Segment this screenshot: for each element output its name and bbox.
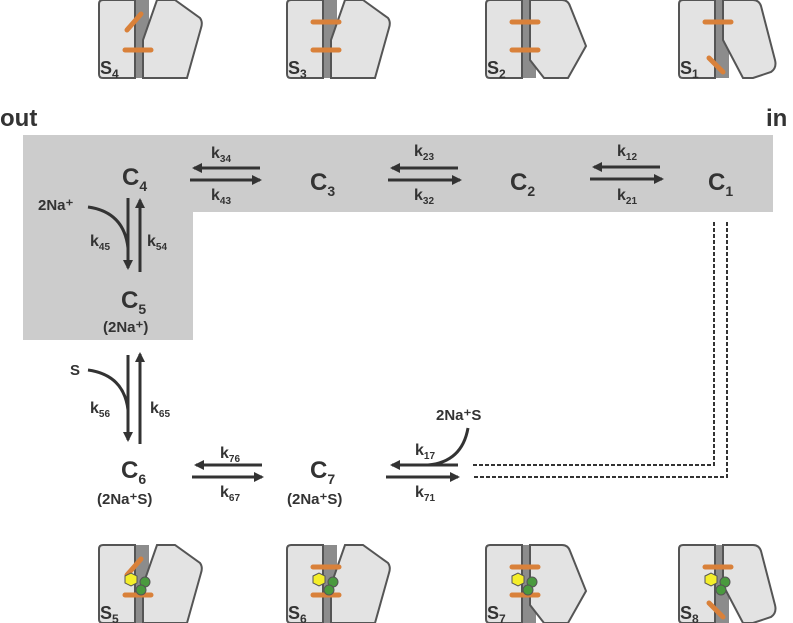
na-s-release-curve [427,427,470,467]
state-c6: C6 (2Na⁺S) [97,457,152,508]
svg-text:C6: C6 [121,457,146,487]
sodium-ion [715,584,727,596]
substrate-molecule [511,572,525,587]
c6-occupancy: (2Na⁺S) [97,491,152,508]
intracellular-gate [706,600,726,620]
cartoon-s6: S6 [286,544,391,623]
cartoon-s4: S4 [98,0,203,81]
rate-k43: k43 [211,187,231,207]
rate-k32: k32 [414,187,434,207]
state-c3: C3 [310,169,335,199]
transition-c4-c5 [87,198,145,272]
cartoon-label: S5 [100,603,119,623]
s-binding-label: S [70,362,80,379]
c7-occupancy: (2Na⁺S) [287,491,342,508]
transition-c7-c1 [386,460,460,482]
rate-k12: k12 [617,143,637,163]
right-domain [722,544,777,623]
transition-c5-c6 [87,352,145,444]
cartoon-s3: S3 [286,0,391,81]
state-c4: C4 [122,164,147,194]
cartoon-label: S2 [487,58,506,81]
cartoon-label: S8 [680,603,699,623]
svg-text:C4: C4 [122,164,147,194]
rate-k56: k56 [90,400,110,420]
cartoon-label: S4 [100,58,119,81]
right-domain [722,0,777,79]
intracellular-gate [706,55,726,75]
cartoon-label: S3 [288,58,307,81]
cartoon-label: S7 [487,603,506,623]
na-binding-label: 2Na⁺ [38,197,74,214]
right-domain [529,0,588,79]
transition-c6-c7 [192,460,264,482]
dashed-connection-c1-c7 [472,222,728,478]
cartoon-s2: S2 [485,0,588,81]
in-label: in [766,105,787,132]
sodium-ion [135,584,147,596]
state-c5: C5 (2Na⁺) [103,287,148,336]
sodium-ion [323,584,335,596]
out-label: out [0,105,37,132]
rate-k45: k45 [90,233,110,253]
svg-text:C1: C1 [708,169,733,199]
rate-k54: k54 [147,233,167,253]
state-c1: C1 [708,169,733,199]
rate-k71: k71 [415,484,435,504]
right-domain [330,0,391,79]
extracellular-gate [124,11,144,33]
cartoon-s7: S7 [485,544,588,623]
svg-text:C5: C5 [121,287,146,317]
cartoon-s5: S5 [98,544,203,623]
rate-k34: k34 [211,145,231,165]
rate-k21: k21 [617,187,637,207]
right-domain [142,544,203,623]
na-s-release-label: 2Na⁺S [436,407,481,424]
transition-c4-c3 [190,163,262,185]
substrate-molecule [704,572,718,587]
right-domain [529,544,588,623]
substrate-molecule [312,572,326,587]
cartoon-s1: S1 [678,0,777,81]
rate-k17: k17 [415,442,435,462]
left-domain [98,544,136,623]
state-c2: C2 [510,169,535,199]
rate-k23: k23 [414,143,434,163]
cartoon-label: S1 [680,58,699,81]
rate-constant-labels: k34 k43 k23 k32 k12 k21 k45 k54 k56 k65 … [90,143,637,504]
svg-text:C7: C7 [310,457,335,487]
substrate-molecule [124,572,138,587]
svg-text:C3: C3 [310,169,335,199]
transition-c2-c1 [590,162,664,184]
transition-c3-c2 [388,163,462,185]
left-domain [98,0,136,79]
svg-text:C2: C2 [510,169,535,199]
cartoon-label: S6 [288,603,307,623]
shaded-region [23,135,773,340]
extracellular-gate [124,556,144,578]
cartoon-s8: S8 [678,544,777,623]
rate-k67: k67 [220,484,240,504]
rate-k65: k65 [150,400,170,420]
sodium-ion [522,584,534,596]
right-domain [142,0,203,79]
state-c7: C7 (2Na⁺S) [287,457,342,508]
rate-k76: k76 [220,445,240,465]
c5-occupancy: (2Na⁺) [103,319,148,336]
right-domain [330,544,391,623]
